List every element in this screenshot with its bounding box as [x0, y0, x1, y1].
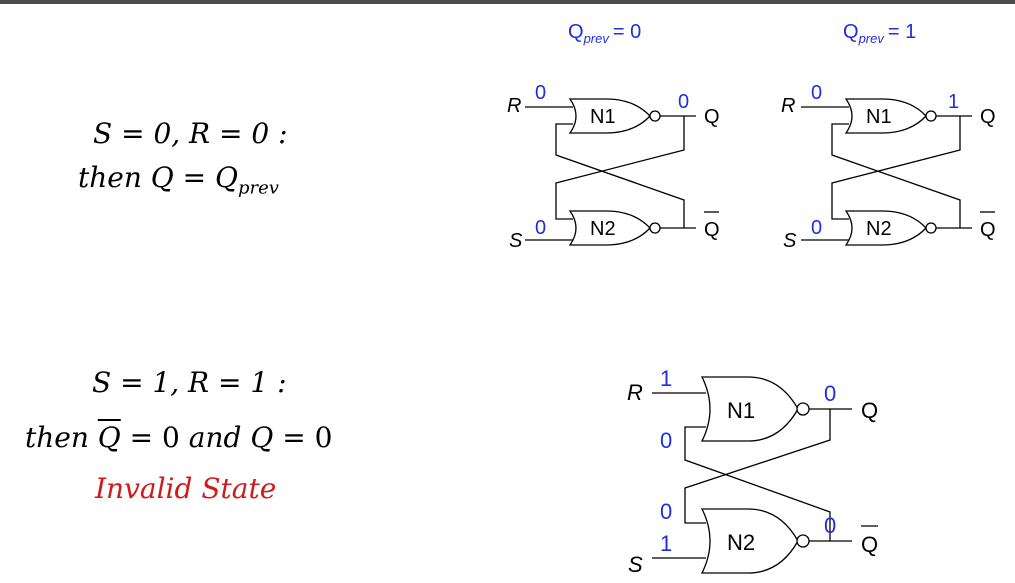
- input-s-label: S: [783, 230, 797, 252]
- wire-feedback-q: [684, 409, 831, 524]
- invalid-state-label: Invalid State: [95, 472, 277, 505]
- wire-feedback-q: [555, 116, 685, 220]
- circuit-invalid: N1 N2 R S Q Q 1 1 0 0 0 0: [627, 366, 878, 577]
- r-value: 0: [535, 82, 546, 104]
- gate-n2-label: N2: [727, 530, 755, 555]
- circuit2-header: Qprev= 1: [843, 21, 916, 46]
- n2-feedback-value: 0: [660, 499, 672, 524]
- n1-feedback-value: 0: [660, 428, 672, 453]
- output-qbar-label: Q: [980, 219, 996, 241]
- r-value: 0: [811, 82, 822, 104]
- gate-n1: [568, 98, 651, 134]
- q-value: 0: [824, 381, 836, 406]
- input-r-label: R: [781, 95, 795, 117]
- gate-n1-label: N1: [866, 106, 892, 128]
- gate-n2-label: N2: [866, 218, 892, 240]
- circuit-qprev-1: Qprev= 1 N1 N2 R S Q Q 0 0 1: [781, 21, 996, 252]
- gate-n1-bubble: [649, 110, 661, 122]
- gate-n2: [844, 210, 927, 246]
- circuit-qprev-0: Qprev= 0 N1 N2 R S Q Q 0 0 0: [507, 21, 720, 252]
- wire-feedback-qbar: [831, 123, 961, 228]
- gate-n2-bubble: [796, 534, 810, 548]
- case2-condition: S = 1, R = 1 :: [92, 366, 287, 399]
- r-value: 1: [660, 366, 672, 391]
- gate-n1-bubble: [796, 402, 810, 416]
- q-value: 0: [678, 91, 689, 113]
- gate-n1-label: N1: [727, 398, 755, 423]
- s-value: 0: [811, 217, 822, 239]
- case1-result: then Q = Qprev: [78, 161, 279, 199]
- output-q-label: Q: [861, 398, 878, 423]
- circuit1-header: Qprev= 0: [568, 21, 641, 46]
- wire-feedback-qbar: [555, 123, 685, 228]
- gate-n1: [844, 98, 927, 134]
- input-s-label: S: [628, 552, 643, 577]
- gate-n2: [700, 508, 799, 574]
- s-value: 0: [535, 217, 546, 239]
- output-q-label: Q: [704, 106, 720, 128]
- gate-n1: [700, 376, 799, 442]
- qbar-value: 0: [824, 513, 836, 538]
- q-value: 1: [948, 91, 959, 113]
- gate-n2-bubble: [925, 222, 937, 234]
- gate-n2: [568, 210, 651, 246]
- gate-n2-bubble: [649, 222, 661, 234]
- input-s-label: S: [509, 230, 523, 252]
- case1-condition: S = 0, R = 0 :: [93, 117, 288, 150]
- gate-n1-bubble: [925, 110, 937, 122]
- output-qbar-label: Q: [704, 219, 720, 241]
- wire-feedback-q: [831, 116, 961, 220]
- input-r-label: R: [507, 95, 521, 117]
- output-q-label: Q: [980, 106, 996, 128]
- s-value: 1: [660, 531, 672, 556]
- wire-feedback-qbar: [684, 426, 831, 541]
- gate-n1-label: N1: [590, 106, 616, 128]
- window-top-bar: [0, 0, 1015, 4]
- gate-n2-label: N2: [590, 218, 616, 240]
- case2-result: then Q = 0 and Q = 0: [25, 421, 333, 454]
- output-qbar-label: Q: [861, 532, 878, 557]
- input-r-label: R: [627, 380, 643, 405]
